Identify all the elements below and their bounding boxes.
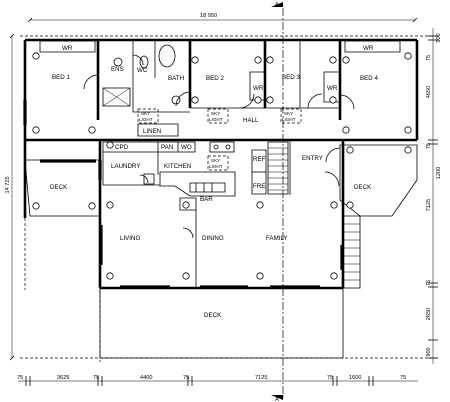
label-deck-right: DECK [354,184,372,191]
laundry-tub [143,173,155,185]
label-cpd: CPD [115,144,129,151]
toilet [139,55,149,69]
room-labels: WR BED 1 ENS WC BATH BED 2 BED 3 WR WR B… [50,45,378,319]
label-pan: PAN [161,144,173,151]
skylight-4: SKY LIGHT [207,155,229,171]
label-hall: HALL [243,117,259,124]
dim-bottom-string: 75 3625 75 4400 75 7125 75 1600 75 [17,375,418,386]
reference-lines [20,35,438,362]
label-wr-bed-3: WR [253,85,264,92]
dim-r6: 7125 [426,199,432,211]
posts [32,52,412,280]
bedroom-partitions [39,40,401,137]
dim-overall-width: 18 950 [27,13,418,23]
basin [171,95,181,105]
label-bed-4: BED 4 [360,75,378,82]
label-linen: LINEN [143,128,161,135]
label-deck-left: DECK [50,184,68,191]
overall-depth-value: 14 725 [5,176,11,193]
dim-r1: 900 [436,33,442,42]
label-wc: WC [137,67,148,74]
label-bath: BATH [168,75,184,82]
label-bed-1: BED 1 [52,74,70,81]
skylight-1-line1: SKY [141,111,150,116]
skylight-1: SKY LIGHT [137,108,159,124]
dim-b4: 4400 [140,375,152,381]
label-deck-bottom: DECK [204,312,222,319]
ens-basin [113,57,123,67]
dim-r2: 75 [426,55,432,61]
label-wr-top-left: WR [62,45,73,52]
dim-right-string: 900 75 4650 75 1200 7125 75 2650 900 [426,28,442,364]
section-label-bottom: A [275,397,279,402]
bath-tub [158,44,176,68]
dim-b5: 75 [183,375,189,381]
section-label-top: A [275,2,279,8]
cooktop-burner-1 [213,144,219,150]
dim-b2: 3625 [57,375,69,381]
label-bed-3: BED 3 [282,74,300,81]
label-ens: ENS [111,66,124,73]
label-bar: BAR [200,196,213,203]
section-line-a: A A [271,2,284,402]
label-fre: FRE [253,183,265,190]
dim-b1: 75 [17,375,23,381]
label-wo: WO [181,144,192,151]
dim-r7: 75 [426,280,432,286]
dim-r9: 900 [426,347,432,356]
skylight-3: SKY LIGHT [280,108,302,124]
cooktop [209,141,235,153]
windows [23,100,344,289]
skylight-1-line2: LIGHT [139,117,153,122]
cooktop-burner-2 [225,144,231,150]
dim-r4: 75 [426,143,432,149]
dim-b8: 1600 [349,375,361,381]
skylights: SKY LIGHT SKY LIGHT SKY LIGHT SKY LIGHT [137,108,302,171]
fixtures [113,44,235,185]
label-bed-2: BED 2 [206,75,224,82]
dim-b3: 75 [93,375,99,381]
dim-r5: 1200 [436,167,442,179]
skylight-2-line2: LIGHT [209,117,223,122]
dim-b9: 75 [400,375,406,381]
dim-r8: 2650 [426,308,432,320]
dim-b7: 75 [327,375,333,381]
dim-overall-depth: 14 725 [5,33,15,361]
label-wr-top-right: WR [363,45,374,52]
label-kitchen: KITCHEN [164,163,191,170]
living-partitions [102,140,361,289]
label-living: LIVING [120,235,140,242]
label-laundry: LAUNDRY [111,163,140,170]
label-wr-bed-4: WR [327,85,338,92]
skylight-2-line1: SKY [211,111,220,116]
skylight-3-line2: LIGHT [282,117,296,122]
skylight-3-line1: SKY [284,111,293,116]
label-dining: DINING [202,235,224,242]
overall-width-value: 18 950 [200,13,217,19]
label-ref: REF [253,156,266,163]
dim-b6: 7125 [255,375,267,381]
label-family: FAMILY [266,235,288,242]
skylight-4-line1: SKY [211,158,220,163]
label-entry: ENTRY [302,155,323,162]
dim-r3: 4650 [426,86,432,98]
skylight-4-line2: LIGHT [209,164,223,169]
skylight-2: SKY LIGHT [207,108,229,124]
